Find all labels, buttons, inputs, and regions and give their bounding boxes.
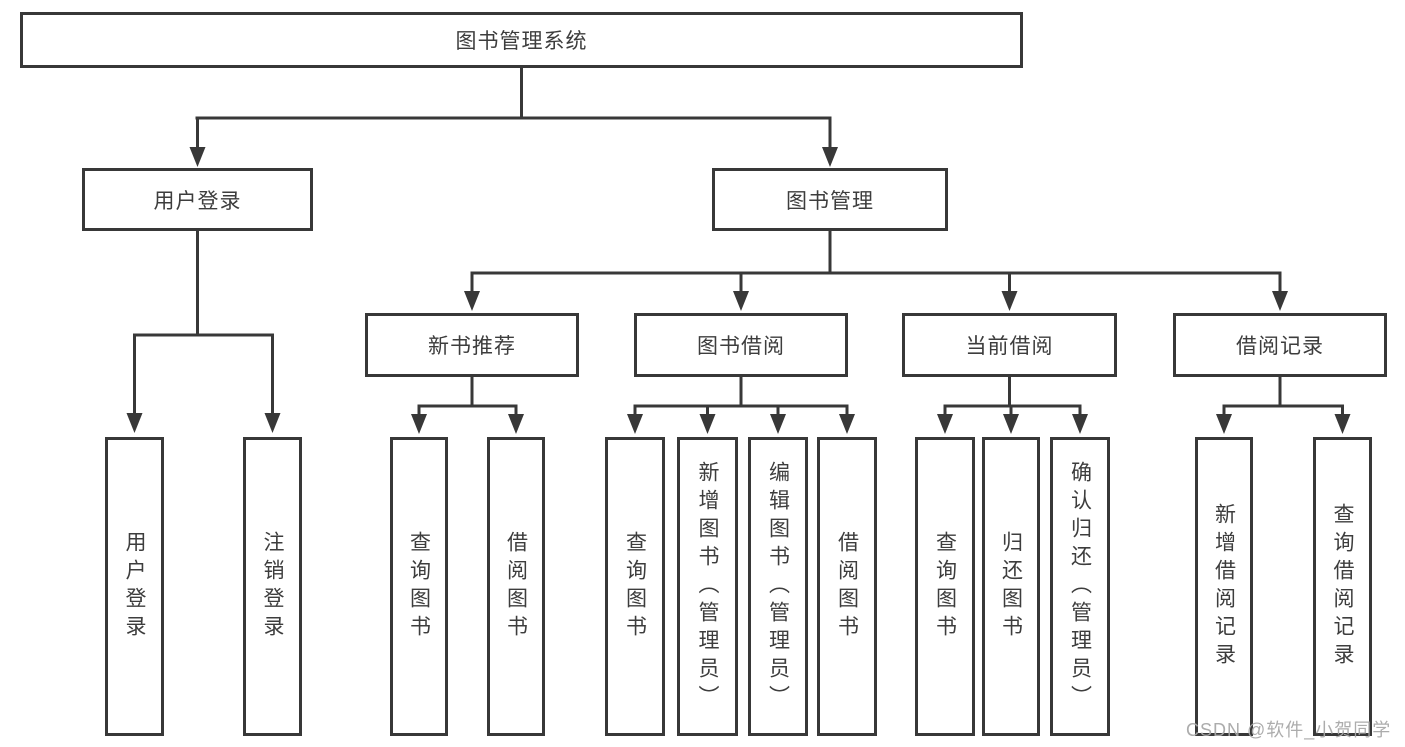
leaf-current-query-books-label: 查询图书 [933,530,957,643]
leaf-records-add-record-label: 新增借阅记录 [1212,502,1236,671]
leaf-recommend-borrow-books-label: 借阅图书 [504,530,528,643]
leaf-user-login-label: 用户登录 [123,530,146,643]
leaf-current-confirm-return-admin-label: 确认归还（管理员） [1068,460,1092,713]
watermark-text: CSDN @软件_小贺同学 [1186,720,1392,740]
node-current-borrowing-label: 当前借阅 [965,335,1054,358]
leaf-records-add-record: 新增借阅记录 [1195,437,1253,736]
leaf-borrow-add-books-admin-label: 新增图书（管理员） [696,460,719,713]
node-book-borrowing: 图书借阅 [634,313,848,377]
leaf-borrow-borrow-books-label: 借阅图书 [835,530,859,643]
leaf-current-confirm-return-admin: 确认归还（管理员） [1050,437,1110,736]
leaf-records-query-record-label: 查询借阅记录 [1331,502,1354,671]
leaf-user-login: 用户登录 [105,437,164,736]
leaf-current-query-books: 查询图书 [915,437,975,736]
leaf-borrow-borrow-books: 借阅图书 [817,437,877,736]
leaf-logout: 注销登录 [243,437,302,736]
node-root-label: 图书管理系统 [455,30,588,53]
node-new-book-recommend-label: 新书推荐 [428,335,516,358]
leaf-borrow-query-books: 查询图书 [605,437,665,736]
watermark: CSDN @软件_小贺同学 [1186,716,1391,742]
leaf-current-return-books-label: 归还图书 [999,530,1023,643]
node-borrowing-records-label: 借阅记录 [1236,335,1324,358]
node-book-borrowing-label: 图书借阅 [697,335,785,358]
node-root: 图书管理系统 [20,12,1023,68]
leaf-borrow-add-books-admin: 新增图书（管理员） [677,437,738,736]
leaf-logout-label: 注销登录 [261,530,284,643]
node-new-book-recommend: 新书推荐 [365,313,579,377]
leaf-borrow-query-books-label: 查询图书 [623,530,647,643]
leaf-borrow-edit-books-admin: 编辑图书（管理员） [748,437,808,736]
leaf-current-return-books: 归还图书 [982,437,1040,736]
leaf-recommend-borrow-books: 借阅图书 [487,437,545,736]
leaf-recommend-query-books-label: 查询图书 [407,530,431,643]
leaf-recommend-query-books: 查询图书 [390,437,448,736]
node-book-management-label: 图书管理 [786,189,874,213]
node-book-management: 图书管理 [712,168,948,231]
node-user-login-label: 用户登录 [153,189,242,213]
node-current-borrowing: 当前借阅 [902,313,1117,377]
leaf-records-query-record: 查询借阅记录 [1313,437,1372,736]
node-user-login: 用户登录 [82,168,313,231]
node-borrowing-records: 借阅记录 [1173,313,1387,377]
leaf-borrow-edit-books-admin-label: 编辑图书（管理员） [766,460,790,713]
